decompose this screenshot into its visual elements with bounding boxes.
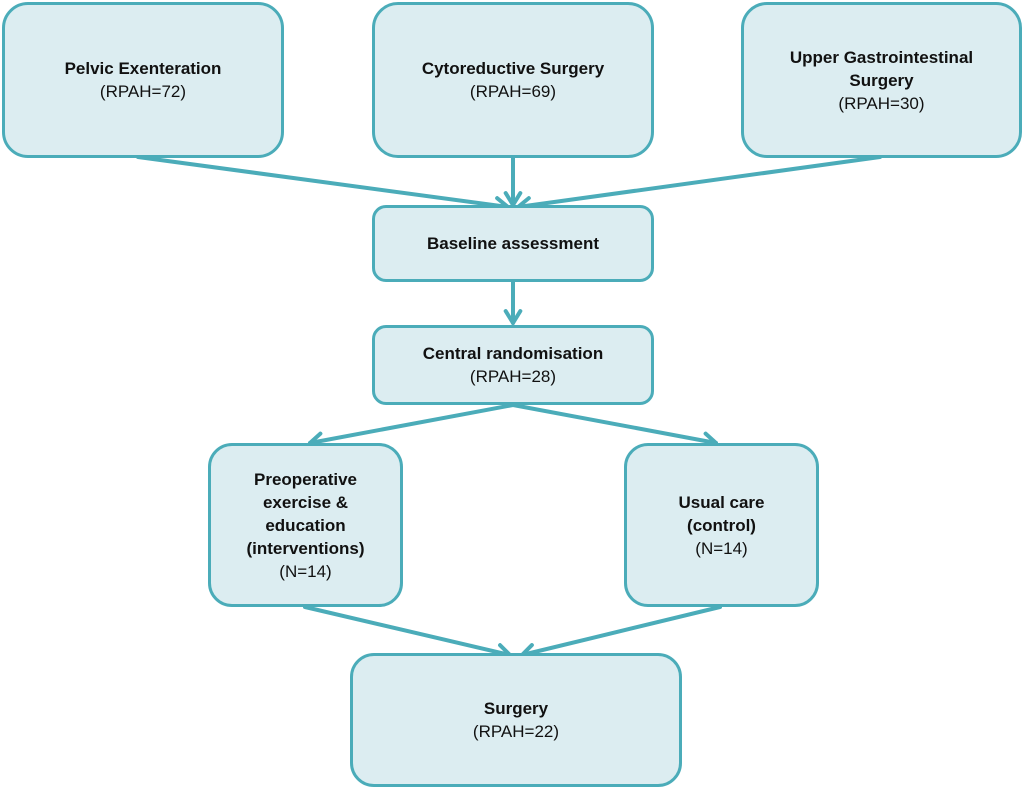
node-cytoreductive-surgery: Cytoreductive Surgery (RPAH=69) — [372, 2, 654, 158]
node-count: (N=14) — [695, 538, 748, 558]
arrow-usual-to-surgery — [520, 605, 722, 657]
node-pelvic-exenteration: Pelvic Exenteration (RPAH=72) — [2, 2, 284, 158]
arrow-random-to-usual — [511, 403, 718, 445]
node-title: Baseline assessment — [427, 234, 599, 253]
node-title: Preoperative exercise & education (inter… — [246, 469, 365, 558]
node-count: (RPAH=22) — [472, 722, 560, 741]
node-title: Usual care (control) — [678, 492, 765, 535]
node-title: Pelvic Exenteration — [64, 59, 222, 78]
node-central-randomisation: Central randomisation (RPAH=28) — [372, 325, 654, 405]
node-count: (RPAH=72) — [99, 82, 187, 101]
arrow-upper-to-baseline — [516, 155, 882, 209]
arrow-pelvic-to-baseline — [136, 155, 510, 209]
node-count: (RPAH=28) — [469, 367, 557, 386]
node-count: (RPAH=69) — [469, 82, 557, 101]
node-usual-care-control: Usual care (control) (N=14) — [624, 443, 819, 607]
node-upper-gi-surgery: Upper Gastrointestinal Surgery (RPAH=30) — [741, 2, 1022, 158]
node-count: (N=14) — [279, 561, 332, 581]
node-count: (RPAH=30) — [838, 93, 925, 113]
node-surgery: Surgery (RPAH=22) — [350, 653, 682, 787]
node-title: Upper Gastrointestinal Surgery — [789, 47, 974, 90]
node-title: Cytoreductive Surgery — [421, 59, 605, 78]
node-title: Surgery — [483, 699, 549, 718]
arrow-preop-to-surgery — [303, 605, 512, 657]
node-preoperative-intervention: Preoperative exercise & education (inter… — [208, 443, 403, 607]
node-baseline-assessment: Baseline assessment — [372, 205, 654, 282]
node-title: Central randomisation — [422, 344, 604, 363]
arrowhead-baseline-to-random — [503, 309, 523, 325]
arrow-random-to-preop — [308, 403, 515, 445]
